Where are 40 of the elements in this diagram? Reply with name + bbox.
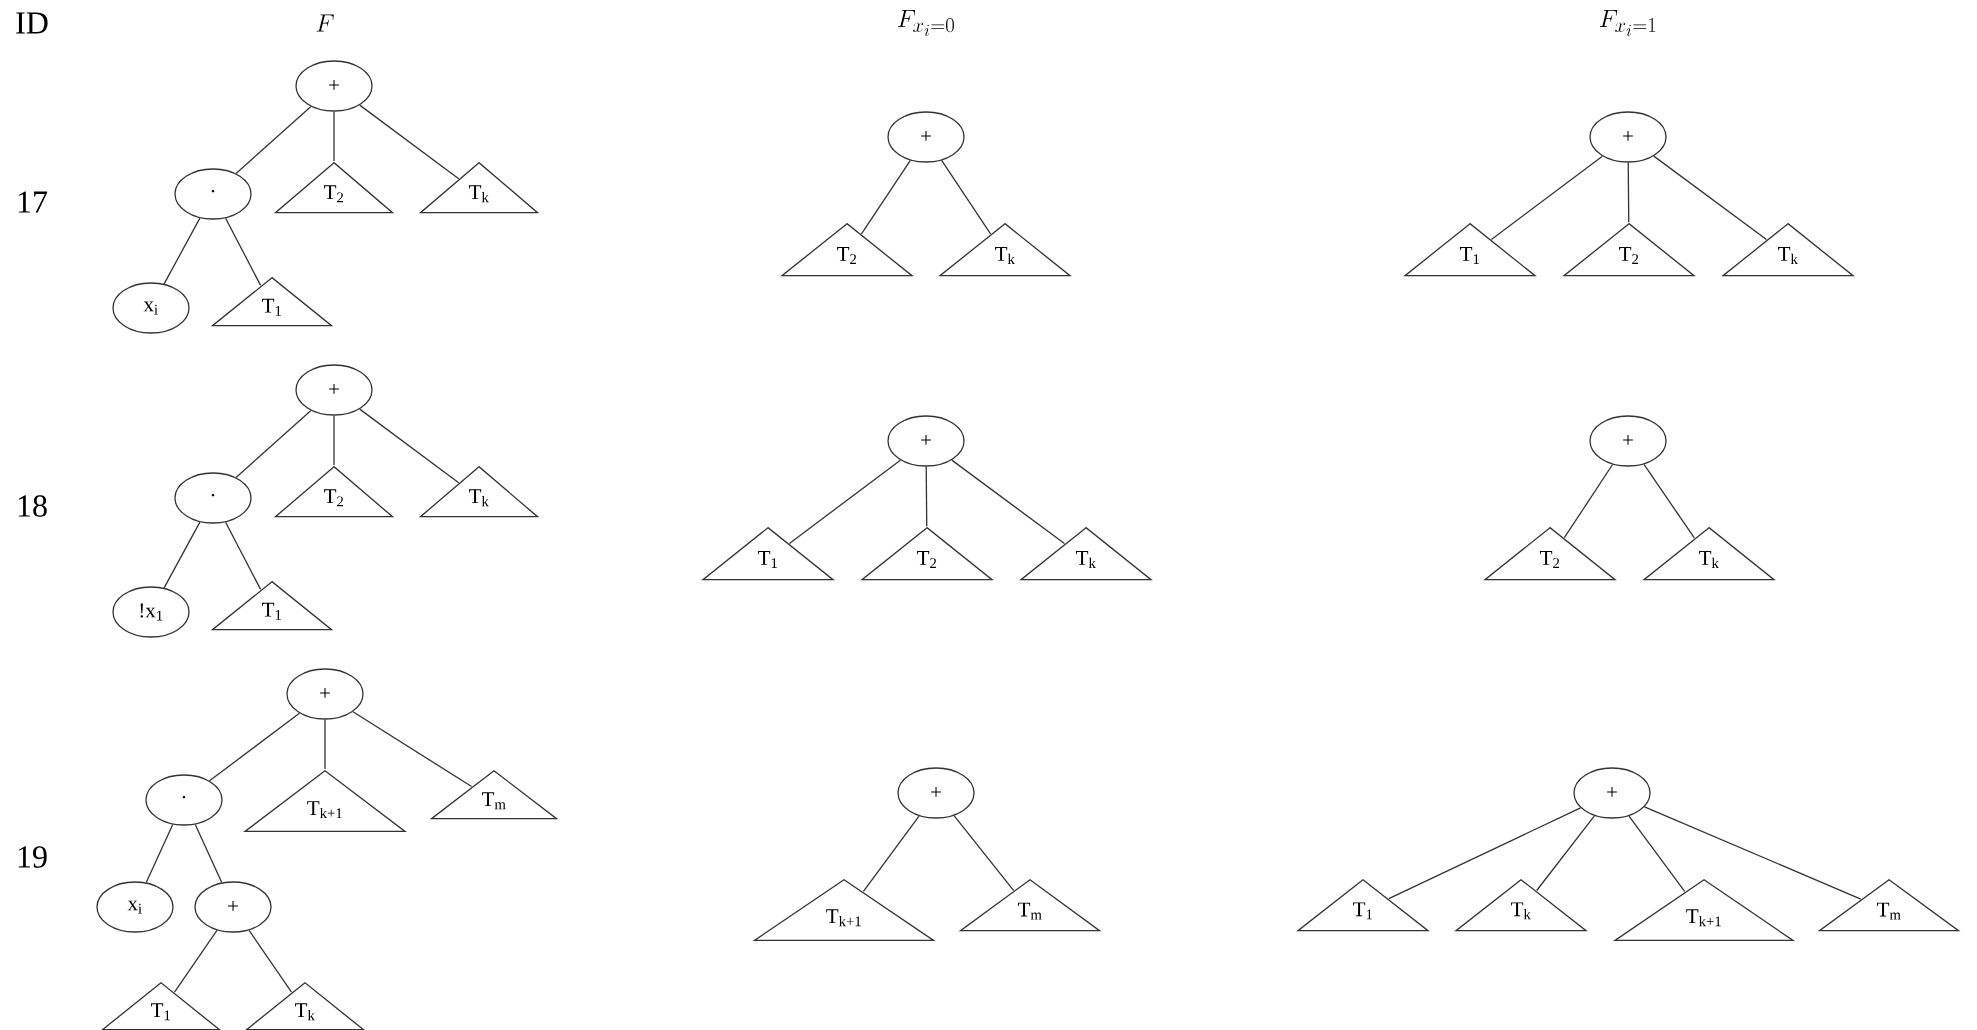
tree-edge (235, 105, 312, 175)
tree-edge (225, 217, 262, 286)
tree-edge (1643, 463, 1695, 539)
tree-edge (163, 217, 201, 285)
tree-edge (1490, 155, 1604, 241)
tree-edge (324, 719, 326, 770)
tree-edge (163, 521, 201, 589)
tree-edge (194, 823, 223, 884)
tree-edge (208, 712, 301, 782)
tree-edge (862, 815, 920, 892)
tree-edge (145, 823, 174, 884)
tree-edge (359, 104, 460, 180)
tree-edge (1653, 155, 1768, 241)
tree-edge (333, 111, 335, 162)
row-id: 19 (18, 846, 47, 868)
column-heading: $F_{x_i=1}$ (1599, 10, 1656, 37)
tree-edge (235, 409, 312, 479)
tree-edge (333, 415, 335, 466)
column-heading: $F_{x_i=0}$ (897, 10, 954, 37)
row-header: ID (16, 12, 48, 34)
tree-edge (925, 466, 928, 527)
tree-edge (951, 459, 1066, 545)
tree-edge (788, 459, 902, 545)
tree-edge (1563, 463, 1614, 539)
row-id: 17 (18, 191, 48, 213)
tree-edge (1388, 807, 1582, 900)
tree-edge (359, 408, 460, 484)
tree-edge (860, 159, 912, 235)
tree-edge (1628, 815, 1686, 893)
row-id: 18 (18, 495, 47, 517)
tree-edge (173, 929, 218, 993)
tree-edge (352, 711, 473, 788)
tree-edge (225, 521, 262, 590)
tree-edge (1627, 162, 1630, 223)
tree-edge (248, 929, 293, 993)
tree-edge (1536, 815, 1596, 892)
column-heading: $F$ (316, 14, 334, 32)
tree-edge (941, 159, 992, 235)
tree-edge (1643, 806, 1862, 900)
tree-edge (953, 815, 1015, 891)
